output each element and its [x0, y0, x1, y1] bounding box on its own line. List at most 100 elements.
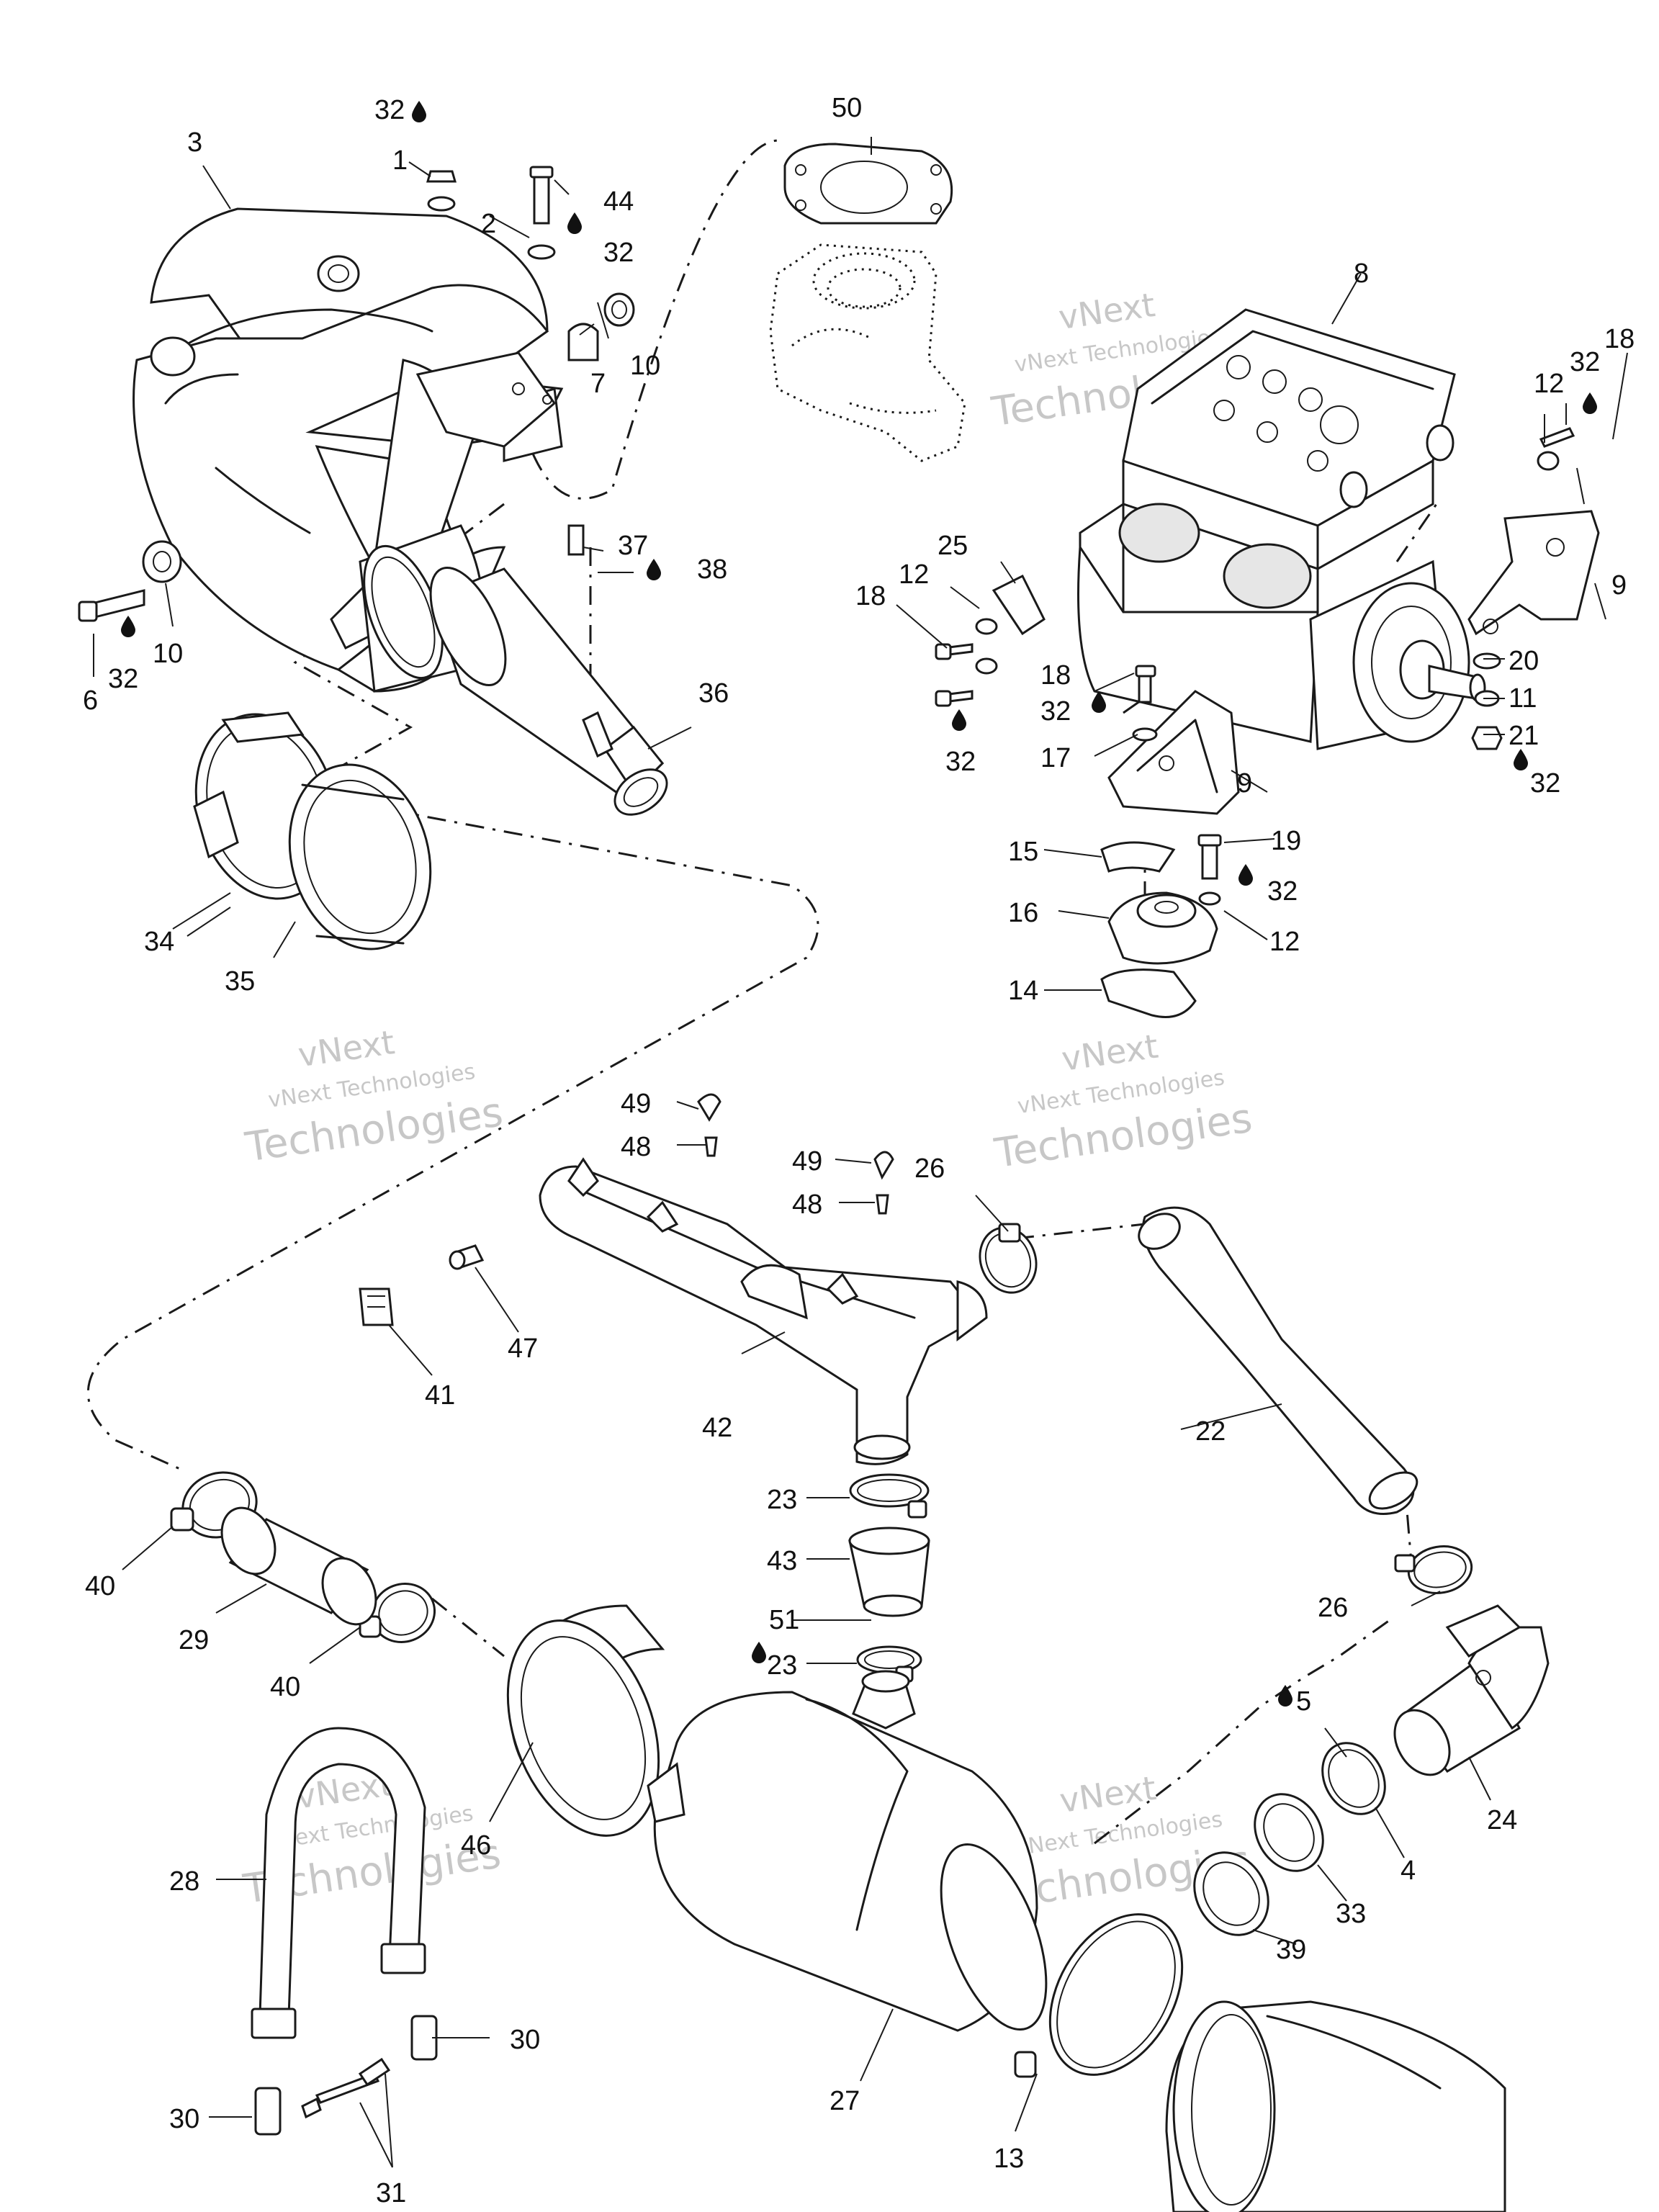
muffler-ring — [506, 1604, 665, 1837]
callout-44: 44 — [603, 186, 634, 217]
callout-12: 12 — [1269, 927, 1300, 957]
connecting-sleeve — [220, 1506, 377, 1626]
oil-drop-icon — [1238, 864, 1253, 886]
callout-40: 40 — [85, 1571, 115, 1601]
callout-26: 26 — [914, 1154, 945, 1184]
callout-41: 41 — [425, 1380, 455, 1411]
callout-13: 13 — [994, 2144, 1024, 2174]
callout-3: 3 — [187, 127, 202, 158]
callout-46: 46 — [461, 1830, 491, 1861]
callout-34: 34 — [144, 927, 174, 957]
callout-30: 30 — [510, 2025, 540, 2055]
rubber-mount — [1100, 834, 1222, 1018]
callout-32: 32 — [945, 747, 976, 777]
callout-26: 26 — [1318, 1593, 1348, 1623]
callout-15: 15 — [1008, 837, 1038, 867]
svg-text:vNext: vNext — [1059, 1027, 1161, 1079]
callout-labels: 32 3 1 2 44 32 7 10 6 32 10 37 38 36 34 … — [83, 93, 1635, 2208]
pipe-clamp-and-sleeve — [193, 711, 432, 950]
callout-32: 32 — [603, 238, 634, 268]
callout-50: 50 — [832, 93, 862, 123]
callout-9: 9 — [1237, 768, 1252, 799]
callout-42: 42 — [702, 1413, 732, 1443]
callout-32: 32 — [1570, 347, 1600, 377]
callout-21: 21 — [1509, 721, 1539, 751]
oil-drop-icon — [412, 101, 426, 122]
exhaust-hose — [1138, 1206, 1419, 1515]
callout-48: 48 — [792, 1190, 822, 1220]
engine-block — [1077, 308, 1486, 750]
callout-17: 17 — [1040, 743, 1071, 773]
muffler-strap — [251, 1727, 438, 2136]
tuned-pipe — [132, 207, 668, 816]
hose-clamp-26a — [979, 1223, 1038, 1294]
manifold-fasteners — [78, 166, 635, 622]
callout-23: 23 — [767, 1485, 797, 1515]
outlet-fittings — [1193, 1604, 1550, 1936]
oil-drop-icon — [952, 709, 966, 731]
callout-37: 37 — [618, 531, 648, 561]
callout-36: 36 — [698, 678, 729, 709]
hose-clamp-23a — [849, 1473, 930, 1519]
exhaust-y-pipe — [539, 1157, 988, 1465]
oil-drop-icon — [1583, 392, 1597, 414]
callout-48: 48 — [621, 1132, 651, 1162]
callout-27: 27 — [830, 2086, 860, 2116]
callout-32: 32 — [374, 95, 405, 125]
callout-49: 49 — [621, 1089, 651, 1119]
callout-7: 7 — [590, 369, 606, 399]
exhaust-gasket — [783, 143, 953, 225]
oil-drop-icon — [752, 1642, 766, 1663]
callout-22: 22 — [1195, 1416, 1226, 1447]
callout-2: 2 — [481, 209, 496, 239]
callout-12: 12 — [1534, 369, 1564, 399]
callout-47: 47 — [508, 1334, 538, 1364]
callout-6: 6 — [83, 685, 98, 716]
small-fasteners — [359, 1093, 894, 1326]
rubber-coupling — [848, 1527, 930, 1617]
callout-20: 20 — [1509, 646, 1539, 676]
oil-drop-icon — [1278, 1685, 1292, 1707]
callout-33: 33 — [1336, 1899, 1366, 1929]
callout-49: 49 — [792, 1146, 822, 1177]
callout-38: 38 — [697, 554, 727, 585]
cylinder-outline — [769, 243, 966, 462]
engine-mount-left — [935, 574, 1240, 815]
callout-35: 35 — [225, 966, 255, 997]
callout-16: 16 — [1008, 898, 1038, 928]
oil-drop-icon — [647, 559, 661, 580]
callout-11: 11 — [1509, 683, 1537, 714]
callout-39: 39 — [1276, 1935, 1306, 1965]
engine-mount-right — [1467, 427, 1600, 750]
resonator — [1165, 2000, 1506, 2212]
hose-clamp-26b — [1394, 1545, 1473, 1594]
muffler-clamp — [1014, 1913, 1184, 2078]
callout-10: 10 — [630, 351, 660, 381]
callout-18: 18 — [1604, 324, 1635, 354]
callout-18: 18 — [1040, 660, 1071, 691]
watermark-mid-left: vNext vNext Technologies Technologies — [242, 1022, 505, 1172]
svg-text:vNext: vNext — [1056, 285, 1158, 337]
callout-10: 10 — [153, 639, 183, 669]
callout-18: 18 — [855, 581, 886, 611]
callout-19: 19 — [1271, 826, 1301, 856]
watermark-mid-right: vNext vNext Technologies Technologies — [992, 1027, 1255, 1177]
callout-25: 25 — [938, 531, 968, 561]
callout-51: 51 — [769, 1605, 799, 1635]
callout-4: 4 — [1401, 1856, 1416, 1886]
callout-32: 32 — [1040, 696, 1071, 727]
callout-43: 43 — [767, 1546, 797, 1576]
callout-32: 32 — [1267, 876, 1298, 907]
callout-14: 14 — [1008, 976, 1038, 1006]
callout-31: 31 — [376, 2178, 406, 2208]
callout-9: 9 — [1611, 570, 1627, 601]
oil-drop-icon — [567, 212, 582, 234]
callout-32: 32 — [1530, 768, 1560, 799]
callout-30: 30 — [169, 2104, 199, 2134]
callout-40: 40 — [270, 1672, 300, 1702]
callout-23: 23 — [767, 1650, 797, 1681]
callout-29: 29 — [179, 1625, 209, 1655]
callout-1: 1 — [392, 145, 408, 176]
